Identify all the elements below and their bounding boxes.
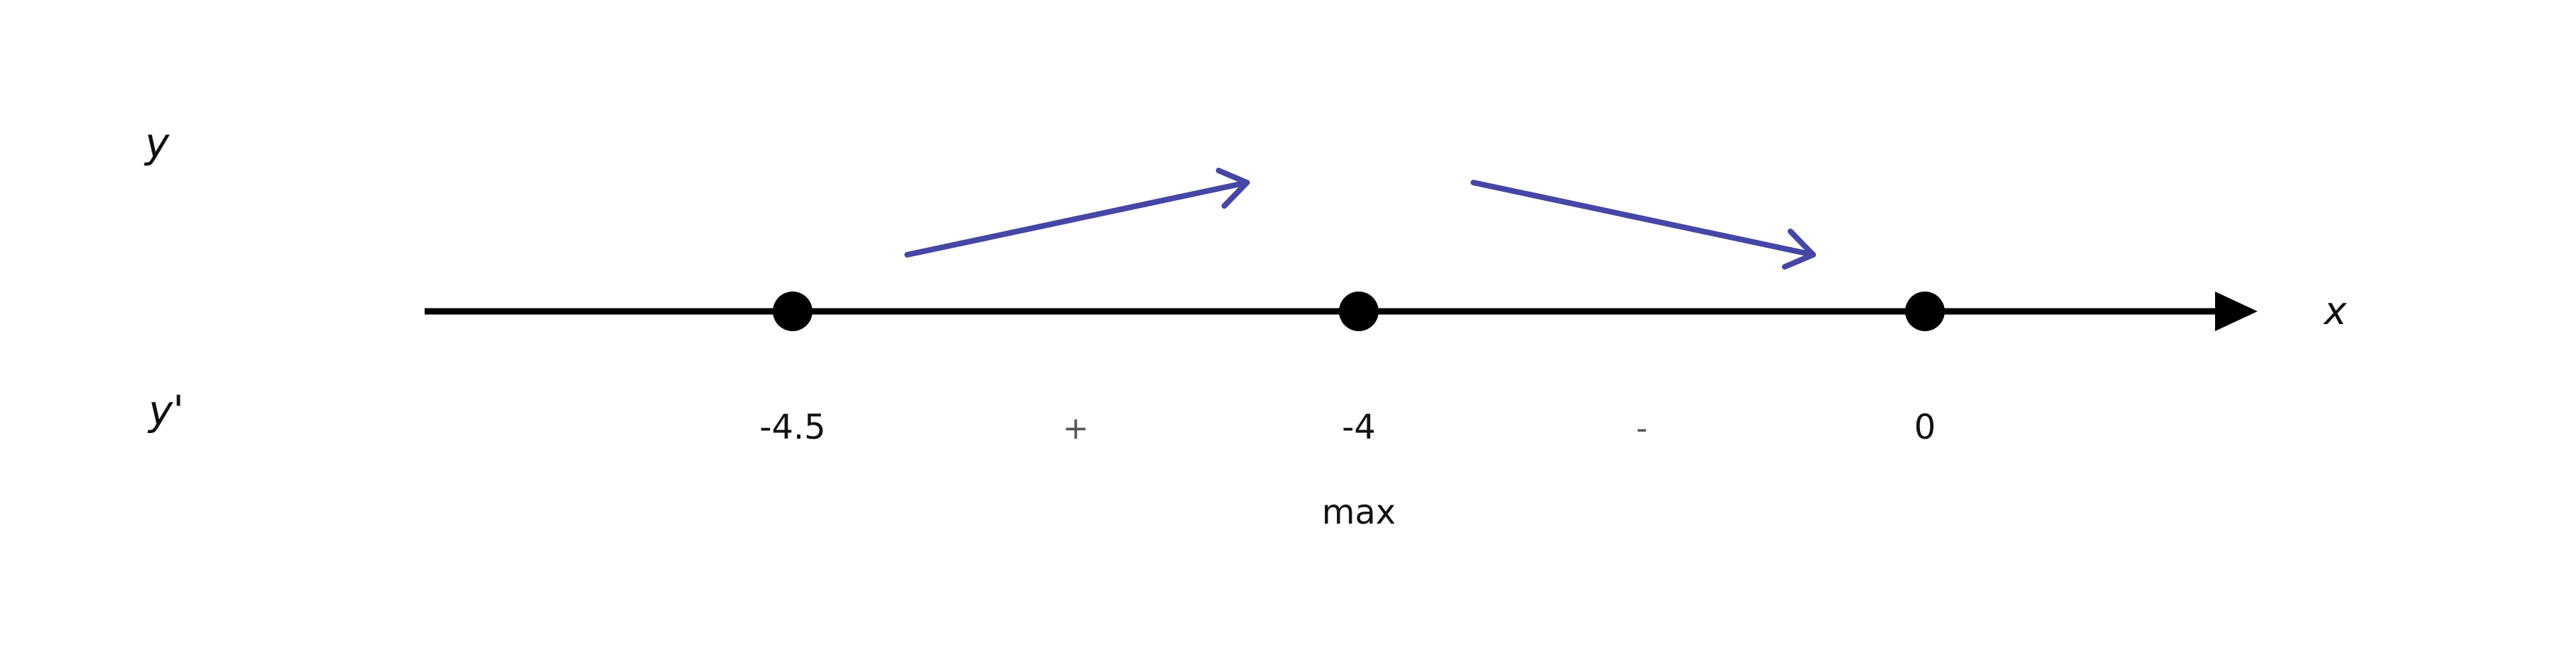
function-row-label: y: [144, 119, 170, 167]
critical-point-label: -4.5: [759, 408, 826, 447]
critical-point-label: 0: [1914, 408, 1936, 447]
critical-point-marker: [1339, 292, 1379, 331]
increasing-arrow-icon: [904, 168, 1250, 258]
extremum-label-max: max: [1322, 492, 1396, 532]
derivative-row-label: y': [147, 386, 184, 434]
axis-label-x: x: [2323, 289, 2347, 333]
critical-point-marker: [773, 292, 812, 331]
derivative-sign-label: -: [1636, 410, 1648, 447]
axis-arrow-icon: [2215, 292, 2258, 331]
decreasing-arrow-icon: [1471, 180, 1816, 270]
derivative-sign-label: +: [1063, 410, 1089, 447]
critical-point-label: -4: [1342, 408, 1376, 447]
critical-point-marker: [1905, 292, 1945, 331]
